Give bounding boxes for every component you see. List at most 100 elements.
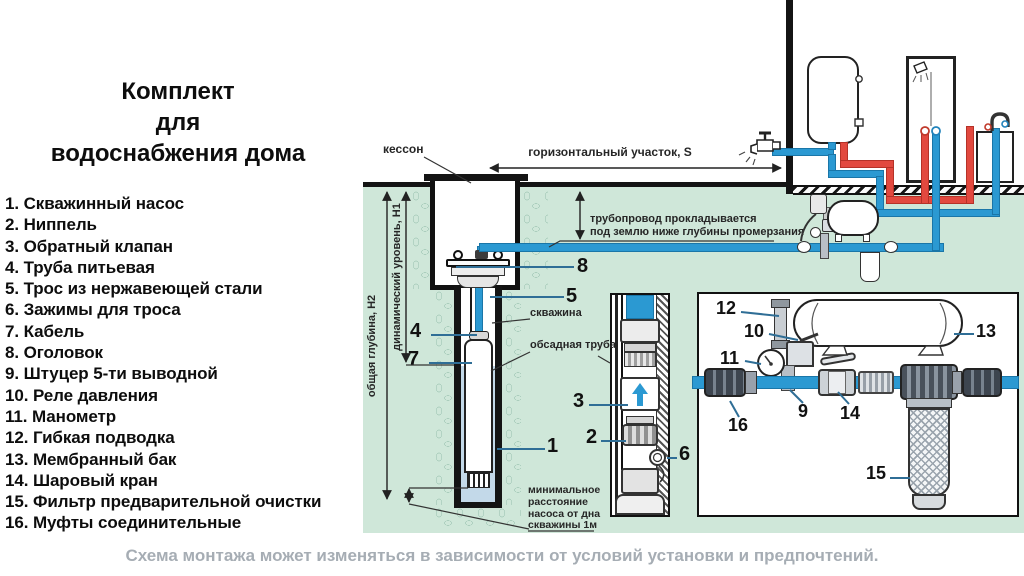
pipe-fitting: [884, 241, 898, 253]
callout-8: 8: [577, 255, 589, 277]
coupling: [962, 368, 1002, 397]
filter-foot: [912, 494, 946, 510]
gravel: [432, 288, 454, 507]
coupling: [704, 368, 746, 397]
wellhead-body: [457, 276, 499, 288]
gravel: [502, 288, 521, 507]
coupling-nut: [952, 371, 962, 394]
list-item: 5. Трос из нержавеющей стали: [5, 279, 263, 299]
water-heater: [807, 56, 859, 144]
cold-main-pipe: [479, 243, 944, 252]
pump-intake-grille: [467, 473, 490, 488]
flow-arrow-icon: [632, 383, 648, 394]
hot-pipe: [966, 126, 974, 204]
pressure-gauge: [810, 227, 821, 238]
pressure-switch: [786, 341, 814, 367]
station-pump: [810, 194, 827, 214]
hot-pipe: [840, 160, 894, 168]
valve-hex: [828, 371, 846, 394]
casing-bottom: [454, 502, 502, 508]
nipple: [622, 424, 658, 446]
cold-pipe: [992, 128, 1000, 215]
pump-cable: [470, 288, 472, 340]
collar: [626, 416, 654, 424]
label-min-distance: минимальное расстояние насоса от дна скв…: [528, 484, 601, 532]
casing-line: [615, 295, 618, 515]
pressure-gauge: [757, 349, 785, 377]
pump-body-top: [615, 494, 665, 515]
collar: [624, 343, 656, 352]
title-line-1: Комплект: [121, 78, 235, 105]
threaded-connector: [858, 371, 894, 394]
label-caisson: кессон: [383, 142, 424, 156]
callout-6: 6: [679, 443, 691, 465]
callout-1: 1: [547, 435, 559, 457]
callout-12: 12: [716, 298, 737, 318]
hose-nut: [771, 299, 790, 308]
list-item: 11. Манометр: [5, 406, 116, 426]
callout-4: 4: [410, 320, 422, 342]
wellhead-plate: [446, 259, 510, 267]
list-item: 7. Кабель: [5, 321, 85, 341]
gravel: [409, 188, 434, 289]
list-item: 6. Зажимы для троса: [5, 300, 181, 320]
label-freeze-depth-1: трубопровод прокладывается: [590, 213, 757, 225]
callout-5: 5: [566, 285, 578, 307]
list-item: 16. Муфты соединительные: [5, 513, 242, 533]
membrane-tank-large: [793, 299, 963, 347]
callout-9: 9: [798, 401, 809, 421]
list-item: 4. Труба питьевая: [5, 257, 155, 277]
callout-11: 11: [720, 348, 740, 368]
callout-7: 7: [408, 348, 420, 370]
list-item: 2. Ниппель: [5, 215, 97, 235]
cable-clamp: [649, 449, 666, 466]
cold-pipe: [828, 170, 884, 178]
page-title: Комплект для водоснабжения дома: [12, 76, 344, 169]
callout-10: 10: [744, 321, 765, 341]
callout-13: 13: [976, 321, 997, 341]
tank-foot: [835, 234, 842, 242]
list-item: 3. Обратный клапан: [5, 236, 173, 256]
label-casing-pipe: обсадная труба: [530, 339, 616, 351]
list-item: 14. Шаровый кран: [5, 470, 158, 490]
filter-head: [900, 364, 958, 400]
house-wall: [786, 0, 793, 194]
caisson-lid: [424, 174, 528, 181]
callout-3: 3: [573, 390, 585, 412]
pipe-segment: [626, 295, 654, 319]
ground-line: [520, 182, 788, 187]
label-horizontal-section: горизонтальный участок, S: [528, 145, 692, 159]
label-freeze-depth-2: под землю ниже глубины промерзания: [590, 226, 805, 238]
list-item: 13. Мембранный бак: [5, 449, 177, 469]
ground-line: [363, 182, 430, 187]
borehole-pump: [464, 339, 493, 473]
pipe-fitting: [797, 241, 811, 253]
wellhead-nut: [475, 250, 488, 259]
title-line-3: водоснабжения дома: [50, 140, 306, 167]
gravel: [432, 505, 521, 531]
tank-foot: [863, 234, 870, 242]
label-borehole: скважина: [530, 307, 582, 319]
list-item: 12. Гибкая подводка: [5, 428, 175, 448]
wellhead-flange: [451, 267, 505, 276]
gravel: [520, 188, 548, 289]
list-item: 9. Штуцер 5-ти выводной: [5, 364, 218, 384]
list-item: 1. Скважинный насос: [5, 194, 184, 213]
hot-pipe: [921, 132, 929, 204]
title-line-2: для: [155, 109, 201, 136]
inline-filter: [860, 252, 880, 282]
pump-head: [621, 468, 659, 494]
compression-nut: [620, 319, 660, 343]
footer-note: Схема монтажа может изменяться в зависим…: [125, 546, 879, 565]
filter-collar: [906, 398, 952, 408]
five-way-fitting: [820, 233, 829, 259]
cold-riser-pipe: [932, 132, 940, 251]
hot-pipe: [886, 196, 974, 204]
label-total-depth: общая глубина, Н2: [366, 294, 378, 398]
list-item: 15. Фильтр предварительной очистки: [5, 492, 322, 512]
callout-2: 2: [586, 426, 598, 448]
callout-16: 16: [728, 415, 749, 435]
threaded-section: [624, 352, 656, 367]
parts-list: 1. Скважинный насос 2. Ниппель 3. Обратн…: [5, 193, 363, 534]
